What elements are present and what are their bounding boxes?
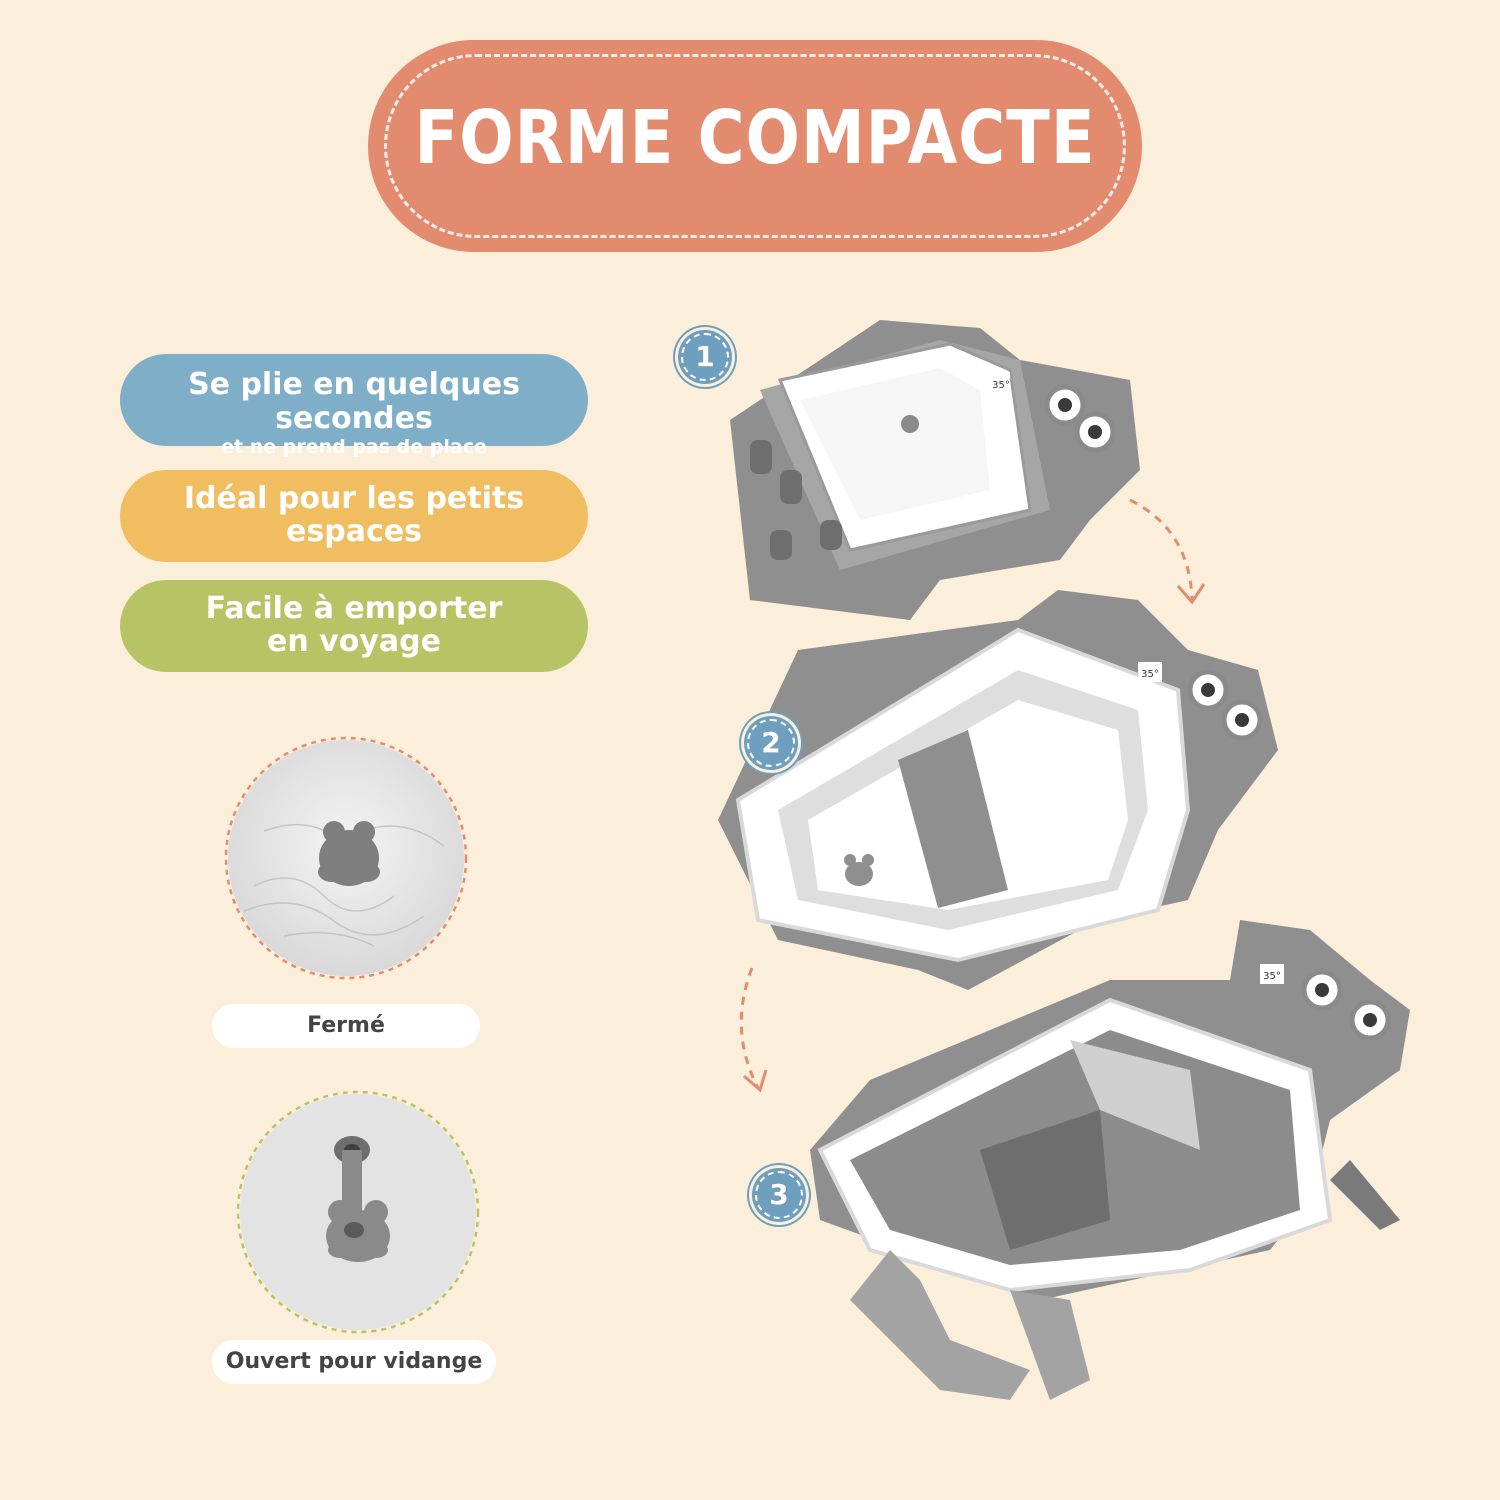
feature-line-1: Idéal pour les petits (183, 481, 525, 516)
feature-line-1: Facile à emporter (205, 591, 503, 626)
frog-eyes-icon-3 (1301, 969, 1391, 1041)
step-badge-ring (681, 333, 729, 381)
step-badge-3: 3 (752, 1168, 806, 1222)
frog-eyes-icon-2 (1187, 669, 1263, 741)
bear-plug-icon (318, 821, 380, 886)
open-drain-detail (236, 1090, 480, 1334)
step-badge-2: 2 (744, 716, 798, 770)
feature-line-1: Se plie en quelques secondes (188, 367, 520, 436)
drain-valve-icon (326, 1136, 390, 1262)
closed-plug-illustration (224, 736, 468, 980)
step-badge-ring (747, 719, 795, 767)
frog-eyes-icon-1 (1044, 384, 1116, 453)
step-badge-1: 1 (678, 330, 732, 384)
feature-pill-small-spaces: Idéal pour les petits espaces (120, 470, 588, 562)
arrow-head-2 (743, 1069, 768, 1093)
tub-open-illustration: 35° (810, 920, 1410, 1400)
feature-line-2: espaces (286, 514, 422, 549)
tub-stand-front (850, 1250, 1030, 1400)
feature-pill-fold: Se plie en quelques secondes et ne prend… (120, 354, 588, 458)
closed-plug-detail (224, 736, 468, 980)
title-badge: FORME COMPACTE (368, 40, 1142, 252)
thermometer-display-1 (992, 372, 1010, 394)
bear-plug-icon-2 (844, 854, 874, 886)
open-drain-illustration (236, 1090, 480, 1334)
svg-text:35°: 35° (1141, 669, 1159, 680)
feature-pill-travel: Facile à emporter en voyage (120, 580, 588, 672)
thermometer-display-3 (1260, 964, 1284, 984)
arrow-head-1 (1176, 583, 1206, 605)
svg-text:35°: 35° (992, 380, 1010, 391)
tub-stand-leg (1010, 1290, 1090, 1400)
step-badge-ring (755, 1171, 803, 1219)
thermometer-display-2 (1138, 662, 1162, 682)
closed-caption: Fermé (212, 1004, 480, 1048)
svg-text:35°: 35° (1263, 971, 1281, 982)
page-title: FORME COMPACTE (414, 96, 1096, 182)
feature-line-2: en voyage (267, 624, 441, 659)
feature-line-2: et ne prend pas de place (221, 436, 487, 458)
tub-stand-back (1330, 1160, 1400, 1230)
dashed-arrow-1 (1129, 498, 1194, 601)
tub-steps-illustration: 35° 35° (718, 320, 1410, 1400)
tub-half-open-illustration: 35° (718, 590, 1278, 990)
tub-folded-illustration: 35° (730, 320, 1140, 620)
open-drain-caption: Ouvert pour vidange (212, 1340, 496, 1384)
dashed-arrow-2 (739, 967, 760, 1089)
title-stitch-border (384, 54, 1126, 238)
